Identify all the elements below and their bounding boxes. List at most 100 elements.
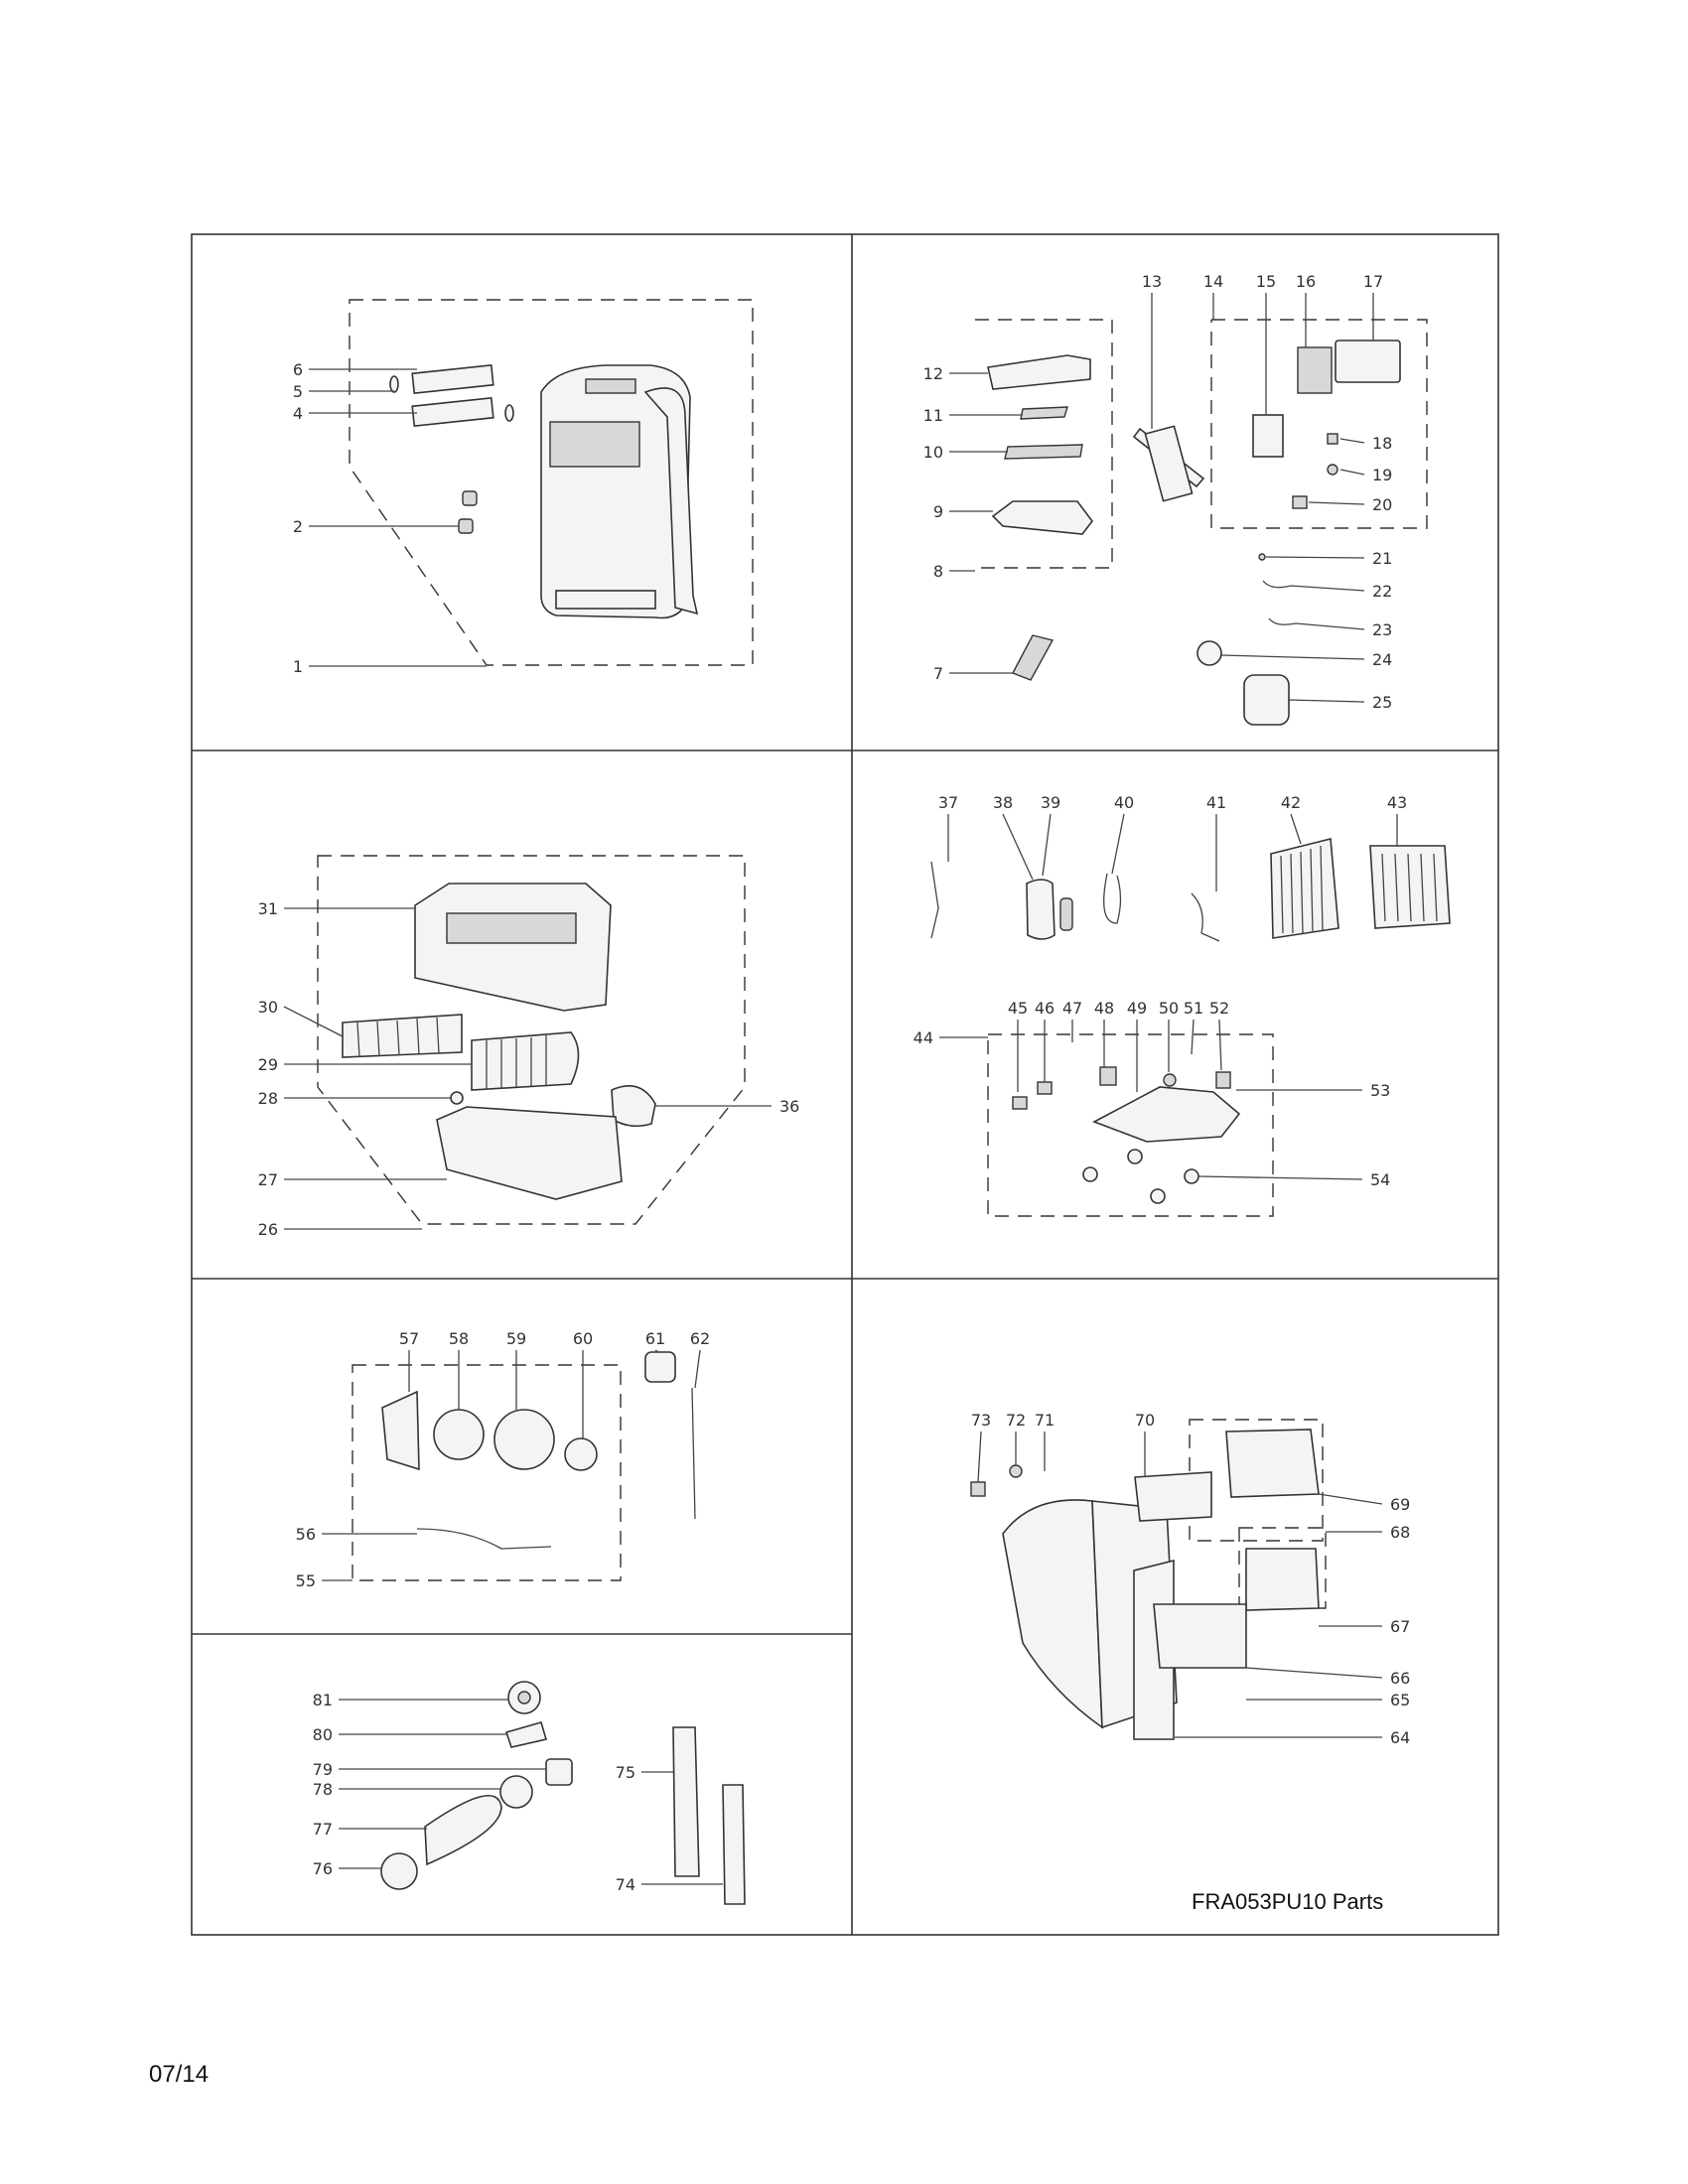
callout-number-13: 13 [1142,272,1162,291]
callout-number-27: 27 [258,1170,278,1189]
callout-number-58: 58 [449,1329,469,1348]
callout-number-43: 43 [1387,793,1407,812]
callout-number-21: 21 [1372,549,1392,568]
callout-number-23: 23 [1372,620,1392,639]
callout-number-2: 2 [293,517,303,536]
panel-blower [317,855,746,1225]
callout-number-4: 4 [293,404,303,423]
callout-number-9: 9 [933,502,943,521]
leader-line-51 [1191,1019,1195,1055]
callout-number-10: 10 [923,443,943,462]
callout-number-22: 22 [1372,582,1392,601]
leader-line-24 [1220,654,1365,660]
callout-number-65: 65 [1390,1691,1410,1709]
leader-line-20 [1308,501,1365,505]
callout-number-25: 25 [1372,693,1392,712]
callout-number-16: 16 [1296,272,1316,291]
callout-number-14: 14 [1203,272,1223,291]
callout-number-20: 20 [1372,495,1392,514]
leader-line-54 [1197,1175,1363,1180]
callout-number-26: 26 [258,1220,278,1239]
callout-number-51: 51 [1184,999,1203,1018]
callout-number-38: 38 [993,793,1013,812]
callout-number-75: 75 [616,1763,635,1782]
callout-number-49: 49 [1127,999,1147,1018]
panel-rear-cabinet [970,1419,1327,1740]
callout-number-69: 69 [1390,1495,1410,1514]
leader-line-19 [1339,469,1365,476]
callout-number-79: 79 [313,1760,333,1779]
callout-number-66: 66 [1390,1669,1410,1688]
leader-line-62 [694,1349,701,1389]
callout-number-67: 67 [1390,1617,1410,1636]
leader-line-66 [1245,1667,1383,1679]
callout-number-54: 54 [1370,1170,1390,1189]
callout-number-73: 73 [971,1411,991,1430]
callout-number-12: 12 [923,364,943,383]
leader-line-69 [1318,1493,1383,1505]
callout-number-29: 29 [258,1055,278,1074]
footer-date: 07/14 [149,2061,210,2088]
callout-leaders [283,293,1398,1885]
leader-line-25 [1288,699,1365,703]
callout-number-39: 39 [1041,793,1060,812]
leader-line-21 [1265,556,1365,559]
callout-number-45: 45 [1008,999,1028,1018]
callout-number-8: 8 [933,562,943,581]
leader-line-73 [977,1431,982,1483]
leader-line-42 [1290,813,1302,845]
leader-line-30 [283,1006,344,1037]
callout-number-56: 56 [296,1525,316,1544]
callout-number-77: 77 [313,1820,333,1839]
callout-number-36: 36 [779,1097,799,1116]
callout-number-41: 41 [1206,793,1226,812]
callout-number-80: 80 [313,1725,333,1744]
callout-number-37: 37 [938,793,958,812]
panel-electrical [975,319,1428,726]
callout-number-50: 50 [1159,999,1179,1018]
callout-number-64: 64 [1390,1728,1410,1747]
panel-upper-blower [352,1351,696,1581]
callout-number-57: 57 [399,1329,419,1348]
callout-number-42: 42 [1281,793,1301,812]
leader-line-23 [1295,622,1365,630]
diagram-title: FRA053PU10 Parts [1192,1889,1383,1914]
callout-number-17: 17 [1363,272,1383,291]
callout-number-24: 24 [1372,650,1392,669]
callout-number-15: 15 [1256,272,1276,291]
callout-number-31: 31 [258,899,278,918]
callout-number-18: 18 [1372,434,1392,453]
callout-number-52: 52 [1209,999,1229,1018]
callout-number-68: 68 [1390,1523,1410,1542]
callout-number-71: 71 [1035,1411,1055,1430]
leader-line-38 [1002,813,1034,881]
panel-sealed-system [930,837,1451,1217]
callout-number-44: 44 [914,1028,933,1047]
callout-number-11: 11 [923,406,943,425]
leader-line-52 [1218,1019,1222,1071]
callout-number-55: 55 [296,1571,316,1590]
callout-number-19: 19 [1372,466,1392,484]
callout-number-1: 1 [293,657,303,676]
callout-number-78: 78 [313,1780,333,1799]
leader-line-61 [654,1349,659,1353]
panel-front-cabinet [349,299,754,666]
callout-number-5: 5 [293,382,303,401]
leader-line-22 [1290,585,1365,592]
callout-number-76: 76 [313,1859,333,1878]
callout-number-47: 47 [1062,999,1082,1018]
callout-number-40: 40 [1114,793,1134,812]
panel-exhaust-kit [380,1681,746,1905]
callout-number-53: 53 [1370,1081,1390,1100]
callout-number-59: 59 [506,1329,526,1348]
leader-line-39 [1042,813,1052,877]
callout-number-74: 74 [616,1875,635,1894]
callout-number-60: 60 [573,1329,593,1348]
callout-number-48: 48 [1094,999,1114,1018]
callout-number-70: 70 [1135,1411,1155,1430]
callout-number-6: 6 [293,360,303,379]
callout-number-81: 81 [313,1691,333,1709]
leader-line-18 [1339,438,1365,444]
